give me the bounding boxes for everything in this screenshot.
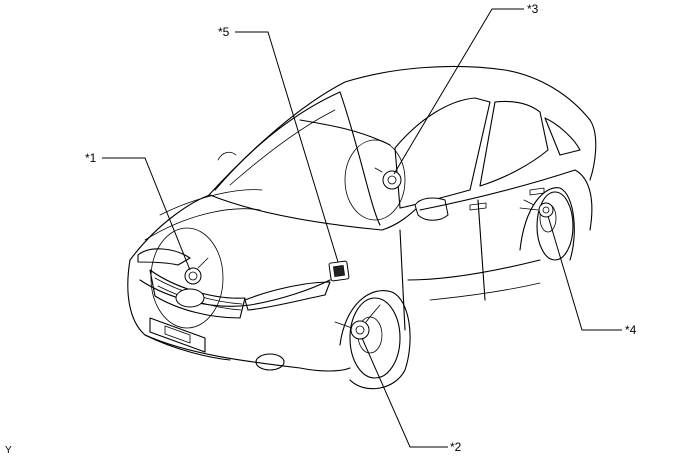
part-2-sensor xyxy=(334,304,381,340)
callout-label-5: *5 xyxy=(218,25,230,39)
rear-wheel xyxy=(519,187,575,261)
leader-line-5 xyxy=(235,31,339,263)
part-4-sensor xyxy=(519,199,554,218)
leader-line-1 xyxy=(102,157,191,271)
car-body xyxy=(127,65,597,372)
callout-label-2: *2 xyxy=(450,440,462,454)
zone-front-left xyxy=(150,227,224,329)
leader-line-2 xyxy=(361,337,448,448)
front-wheel xyxy=(339,290,411,390)
callout-label-1: *1 xyxy=(85,151,97,165)
callout-label-4: *4 xyxy=(625,323,637,337)
figure-code: Y xyxy=(5,445,12,456)
callout-label-3: *3 xyxy=(527,2,539,16)
leader-line-3 xyxy=(393,8,524,175)
leader-line-4 xyxy=(547,215,622,331)
zone-front-right-door xyxy=(344,139,406,221)
part-5-module xyxy=(328,260,350,282)
part-1-sensor xyxy=(175,257,209,308)
part-3-sensor xyxy=(374,167,402,190)
